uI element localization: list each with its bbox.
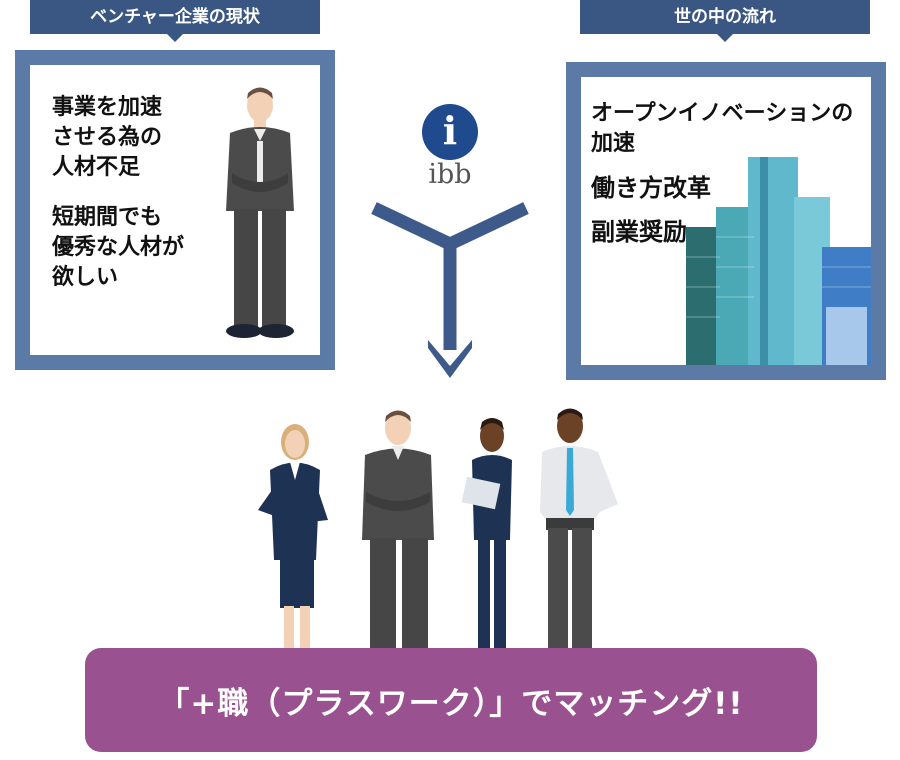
man-with-blue-tie-figure [540, 408, 618, 665]
info-circle-icon [422, 104, 478, 160]
ibb-logo: i ibb [408, 100, 492, 195]
right-panel: オープンイノベーションの 加速 働き方改革 副業奨励 [566, 62, 886, 380]
buildings-illustration [686, 157, 871, 365]
left-panel-tag-label: ベンチャー企業の現状 [90, 7, 260, 27]
logo-text: ibb [428, 159, 472, 190]
left-panel-inner: 事業を加速 させる為の 人材不足 短期間でも 優秀な人材が 欲しい [30, 65, 320, 355]
left-panel-tag: ベンチャー企業の現状 [30, 0, 320, 42]
banner-label: 「+職（プラスワーク）」でマッチング!! [158, 685, 744, 722]
man-figure [362, 410, 436, 669]
right-panel-tag-label: 世の中の流れ [674, 7, 776, 27]
left-panel-text: 事業を加速 させる為の 人材不足 短期間でも 優秀な人材が 欲しい [52, 93, 184, 293]
right-item-1-line-1: オープンイノベーションの [591, 101, 854, 126]
right-item-1-line-2: 加速 [591, 131, 636, 156]
left-line-1: 事業を加速 [52, 95, 163, 120]
tag-notch [717, 34, 733, 42]
left-line-6: 欲しい [52, 265, 119, 290]
right-item-2: 働き方改革 [591, 174, 711, 202]
woman-with-tablet-figure [461, 418, 512, 664]
people-group-illustration [258, 408, 618, 670]
tag-notch [167, 34, 183, 42]
right-panel-tag: 世の中の流れ [580, 0, 870, 42]
right-item-3: 副業奨励 [591, 218, 687, 246]
left-panel: 事業を加速 させる為の 人材不足 短期間でも 優秀な人材が 欲しい [15, 50, 335, 370]
converging-arrow [371, 202, 529, 378]
right-panel-text: オープンイノベーションの 加速 働き方改革 副業奨励 [591, 99, 853, 247]
left-line-3: 人材不足 [52, 155, 141, 180]
left-line-5: 優秀な人材が [52, 235, 185, 260]
logo-letter: i [442, 108, 458, 153]
right-panel-inner: オープンイノベーションの 加速 働き方改革 副業奨励 [581, 77, 871, 365]
woman-figure [258, 424, 328, 670]
businessman-illustration [226, 87, 294, 338]
left-line-2: させる為の [52, 125, 163, 150]
left-line-4: 短期間でも [52, 205, 163, 230]
matching-banner: 「+職（プラスワーク）」でマッチング!! [85, 648, 817, 752]
